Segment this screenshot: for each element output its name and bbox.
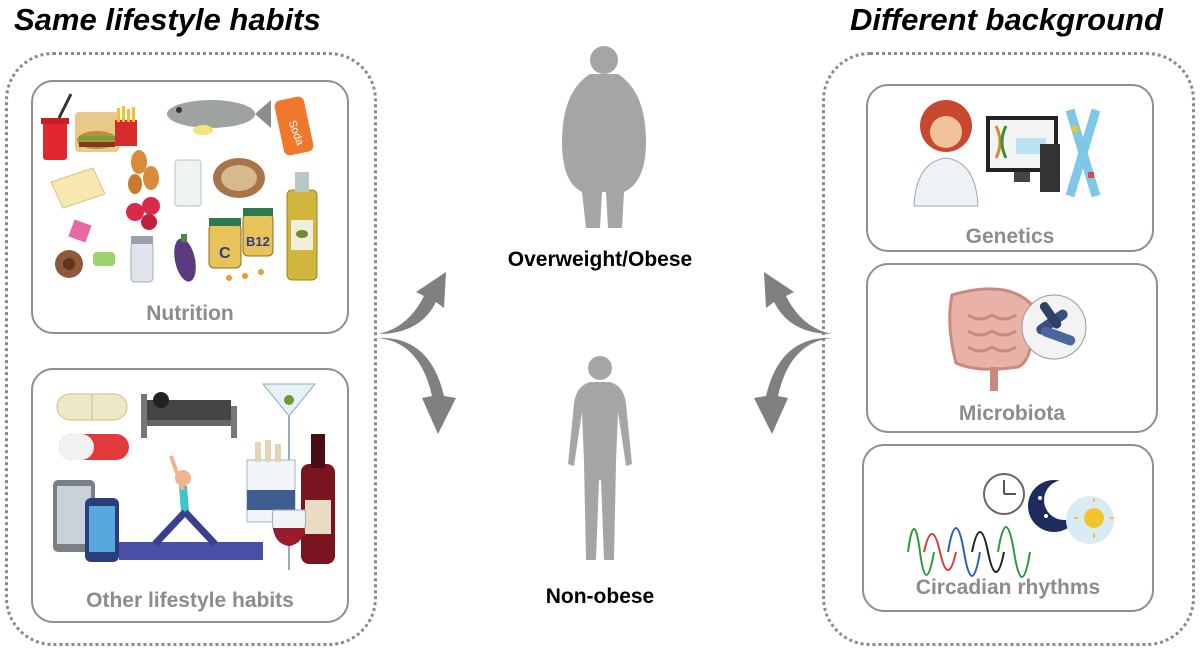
burger-icon xyxy=(75,112,119,152)
pill-tablet-icon xyxy=(56,393,128,421)
milk-glass-icon xyxy=(174,159,202,207)
right-arrows xyxy=(754,272,832,434)
overweight-label: Overweight/Obese xyxy=(507,248,693,271)
left-up-arrow-icon xyxy=(378,272,446,334)
drink-cup-icon xyxy=(41,93,73,160)
waveform-trace-icon xyxy=(907,526,1031,578)
smartphone-icon xyxy=(85,498,119,562)
overweight-silhouette-icon xyxy=(562,46,646,228)
fries-icon xyxy=(115,106,137,146)
genetics-card: Genetics xyxy=(866,84,1154,252)
vitamin-c-text: C xyxy=(219,245,231,262)
wine-bottle-icon xyxy=(301,434,335,564)
oil-bottle-icon xyxy=(286,172,318,281)
lifestyle-group xyxy=(5,52,377,646)
habits-illustration xyxy=(53,383,335,570)
bacteria-icon xyxy=(1021,294,1087,360)
vitamins-icon: C B12 xyxy=(208,208,274,281)
genetics-illustration xyxy=(913,100,1101,207)
background-group xyxy=(822,52,1195,646)
chromosome-icon xyxy=(1065,108,1101,198)
candy-icon xyxy=(55,219,115,278)
genetics-label: Genetics xyxy=(965,225,1055,248)
other-habits-card: Other lifestyle habits xyxy=(31,368,349,623)
circadian-card: Circadian rhythms xyxy=(862,444,1154,612)
soda-can-icon: Soda xyxy=(274,96,314,156)
microbiota-label: Microbiota xyxy=(958,402,1066,425)
salt-shaker-icon xyxy=(130,236,154,283)
bread-icon xyxy=(213,158,265,198)
circadian-label: Circadian rhythms xyxy=(915,576,1101,599)
right-down-arrow-icon xyxy=(754,337,832,434)
yoga-person-icon xyxy=(119,455,263,560)
bed-sleep-icon xyxy=(141,392,237,438)
cheese-icon xyxy=(50,167,106,209)
nonobese-label: Non-obese xyxy=(545,585,655,608)
circadian-illustration xyxy=(907,473,1114,578)
clock-icon xyxy=(983,473,1025,515)
vitamin-b12-text: B12 xyxy=(246,234,270,249)
nutrition-label: Nutrition xyxy=(146,302,234,325)
intestine-icon xyxy=(948,287,1035,391)
microbiota-illustration xyxy=(948,287,1087,391)
eggplant-icon xyxy=(174,234,196,282)
peanuts-icon xyxy=(128,150,159,194)
computer-tower-icon xyxy=(1040,144,1060,192)
capsule-icon xyxy=(59,434,129,460)
left-down-arrow-icon xyxy=(378,337,456,434)
nutrition-card: Soda xyxy=(31,80,349,334)
left-arrows xyxy=(378,272,456,434)
right-heading: Different background xyxy=(850,2,1163,37)
microbiota-card: Microbiota xyxy=(866,263,1158,433)
nonobese-silhouette-icon xyxy=(568,356,632,560)
sun-icon xyxy=(1066,496,1114,544)
cocktail-glass-icon xyxy=(261,383,317,460)
fish-icon xyxy=(167,100,271,135)
left-heading: Same lifestyle habits xyxy=(14,2,321,37)
scientist-icon xyxy=(913,100,979,207)
right-up-arrow-icon xyxy=(764,272,832,334)
nutrition-illustration: Soda xyxy=(41,93,318,283)
wine-glass-icon xyxy=(271,509,307,570)
raspberries-icon xyxy=(126,197,160,230)
other-habits-label: Other lifestyle habits xyxy=(86,589,294,612)
